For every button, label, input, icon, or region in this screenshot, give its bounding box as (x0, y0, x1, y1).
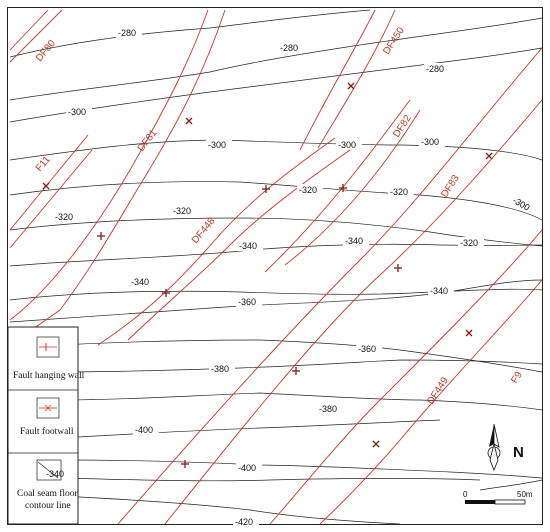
fault-DF449-line (269, 229, 543, 525)
contour-label: -320 (460, 238, 478, 248)
footwall-marker (162, 289, 170, 297)
contour-label: -300 (421, 137, 439, 147)
contour-label: -340 (430, 286, 448, 296)
contour-line (9, 243, 543, 267)
contour-line (9, 139, 543, 161)
contour-line (9, 47, 543, 123)
north-label: N (513, 444, 524, 461)
contour-label: -380 (211, 364, 229, 374)
north-arrow: N (487, 423, 524, 472)
fault-DF82-line (264, 99, 411, 273)
contour-label: -320 (390, 187, 408, 197)
footwall-marker (97, 232, 105, 240)
fault-DF80-line (9, 9, 49, 51)
fault-lines (9, 9, 543, 525)
contour-label: -340 (239, 241, 257, 251)
fault-DF83-line (164, 99, 543, 525)
legend-footwall-label: Fault footwall (20, 426, 74, 437)
contour-label: -280 (426, 64, 444, 74)
contour-label: -420 (235, 517, 253, 527)
contour-label: -380 (319, 404, 337, 414)
contour-line (59, 339, 543, 373)
fault-F11-line (9, 134, 89, 231)
fault-label-F9: F9 (509, 369, 525, 385)
fault-footwall-markers (42, 82, 493, 468)
contour-label: -300 (208, 140, 226, 150)
fault-DF450-line (299, 9, 376, 151)
footwall-marker (181, 460, 189, 468)
legend-contour-label-line2: contour line (25, 501, 71, 511)
contour-line (9, 288, 543, 301)
footwall-marker (292, 367, 300, 375)
contour-label: -320 (173, 206, 191, 216)
contour-line (59, 419, 441, 439)
contour-label: -340 (131, 277, 149, 287)
map-frame (7, 7, 543, 525)
legend-hanging-wall-label: Fault hanging wall (13, 371, 85, 381)
contour-label: -300 (338, 140, 356, 150)
fault-F9-line (319, 279, 543, 525)
fault-DF82-line (284, 109, 421, 266)
legend: Fault hanging wall Fault footwall -340 C… (7, 326, 85, 525)
footwall-marker (339, 184, 347, 192)
fault-DF81-line (9, 9, 226, 346)
contour-label: -360 (358, 344, 376, 354)
contour-label: -300 (68, 107, 86, 117)
fault-label-DF449: DF449 (425, 375, 451, 407)
contour-line (59, 459, 543, 479)
fault-DF83-line (117, 47, 543, 525)
fault-DF80-line (9, 9, 63, 63)
footwall-marker (394, 264, 402, 272)
contour-symbol: -340 (36, 459, 64, 481)
footwall-symbol (36, 397, 60, 419)
footwall-marker (347, 82, 355, 90)
contour-label: -400 (135, 425, 153, 435)
contour-line (9, 279, 543, 323)
contour-line (9, 17, 543, 101)
footwall-marker (42, 182, 50, 190)
fault-label-F11: F11 (34, 154, 53, 174)
footwall-marker (262, 185, 270, 193)
contour-line (59, 359, 543, 373)
fault-label-DF450: DF450 (381, 25, 407, 57)
scale-start-label: 0 (463, 490, 468, 499)
contour-label: -320 (299, 185, 317, 195)
fault-DF448-line (127, 149, 351, 341)
contour-line (9, 9, 371, 58)
contour-label: -320 (55, 212, 73, 222)
compass-icon (487, 423, 501, 472)
fault-label-DF82: DF82 (391, 113, 414, 140)
fault-DF448-line (97, 137, 336, 346)
legend-contour-label-line1: Coal seam floor (17, 488, 79, 499)
contour-label: -400 (238, 463, 256, 473)
contour-line (479, 479, 543, 491)
contour-line (9, 181, 543, 221)
contour-label: -360 (238, 297, 256, 307)
contour-label: -300 (511, 195, 532, 213)
contour-line (59, 495, 401, 525)
fault-labels: DF80 DF81 F11 DF448 DF450 DF82 DF83 DF44… (34, 25, 525, 407)
contour-labels: -280 -280 -280 -300 -300 -300 -300 -300 … (53, 27, 532, 527)
fault-DF450-line (317, 9, 396, 149)
contour-label: -340 (345, 236, 363, 246)
fault-F11-line (9, 149, 93, 249)
hanging-wall-symbol (36, 336, 60, 358)
footwall-marker (185, 117, 193, 125)
fault-DF81-line (9, 9, 209, 321)
fault-label-DF81: DF81 (136, 127, 160, 153)
footwall-marker (485, 152, 493, 160)
legend-box (7, 326, 79, 525)
contour-line (59, 392, 543, 411)
footwall-marker (372, 440, 380, 448)
footwall-marker (465, 329, 473, 337)
contour-label: -280 (118, 28, 136, 38)
scale-end-label: 50m (517, 490, 533, 499)
contour-line (59, 477, 481, 482)
scale-bar: 0 50m (463, 490, 533, 505)
legend-contour-sample: -340 (46, 469, 64, 479)
contour-label: -280 (280, 43, 298, 53)
